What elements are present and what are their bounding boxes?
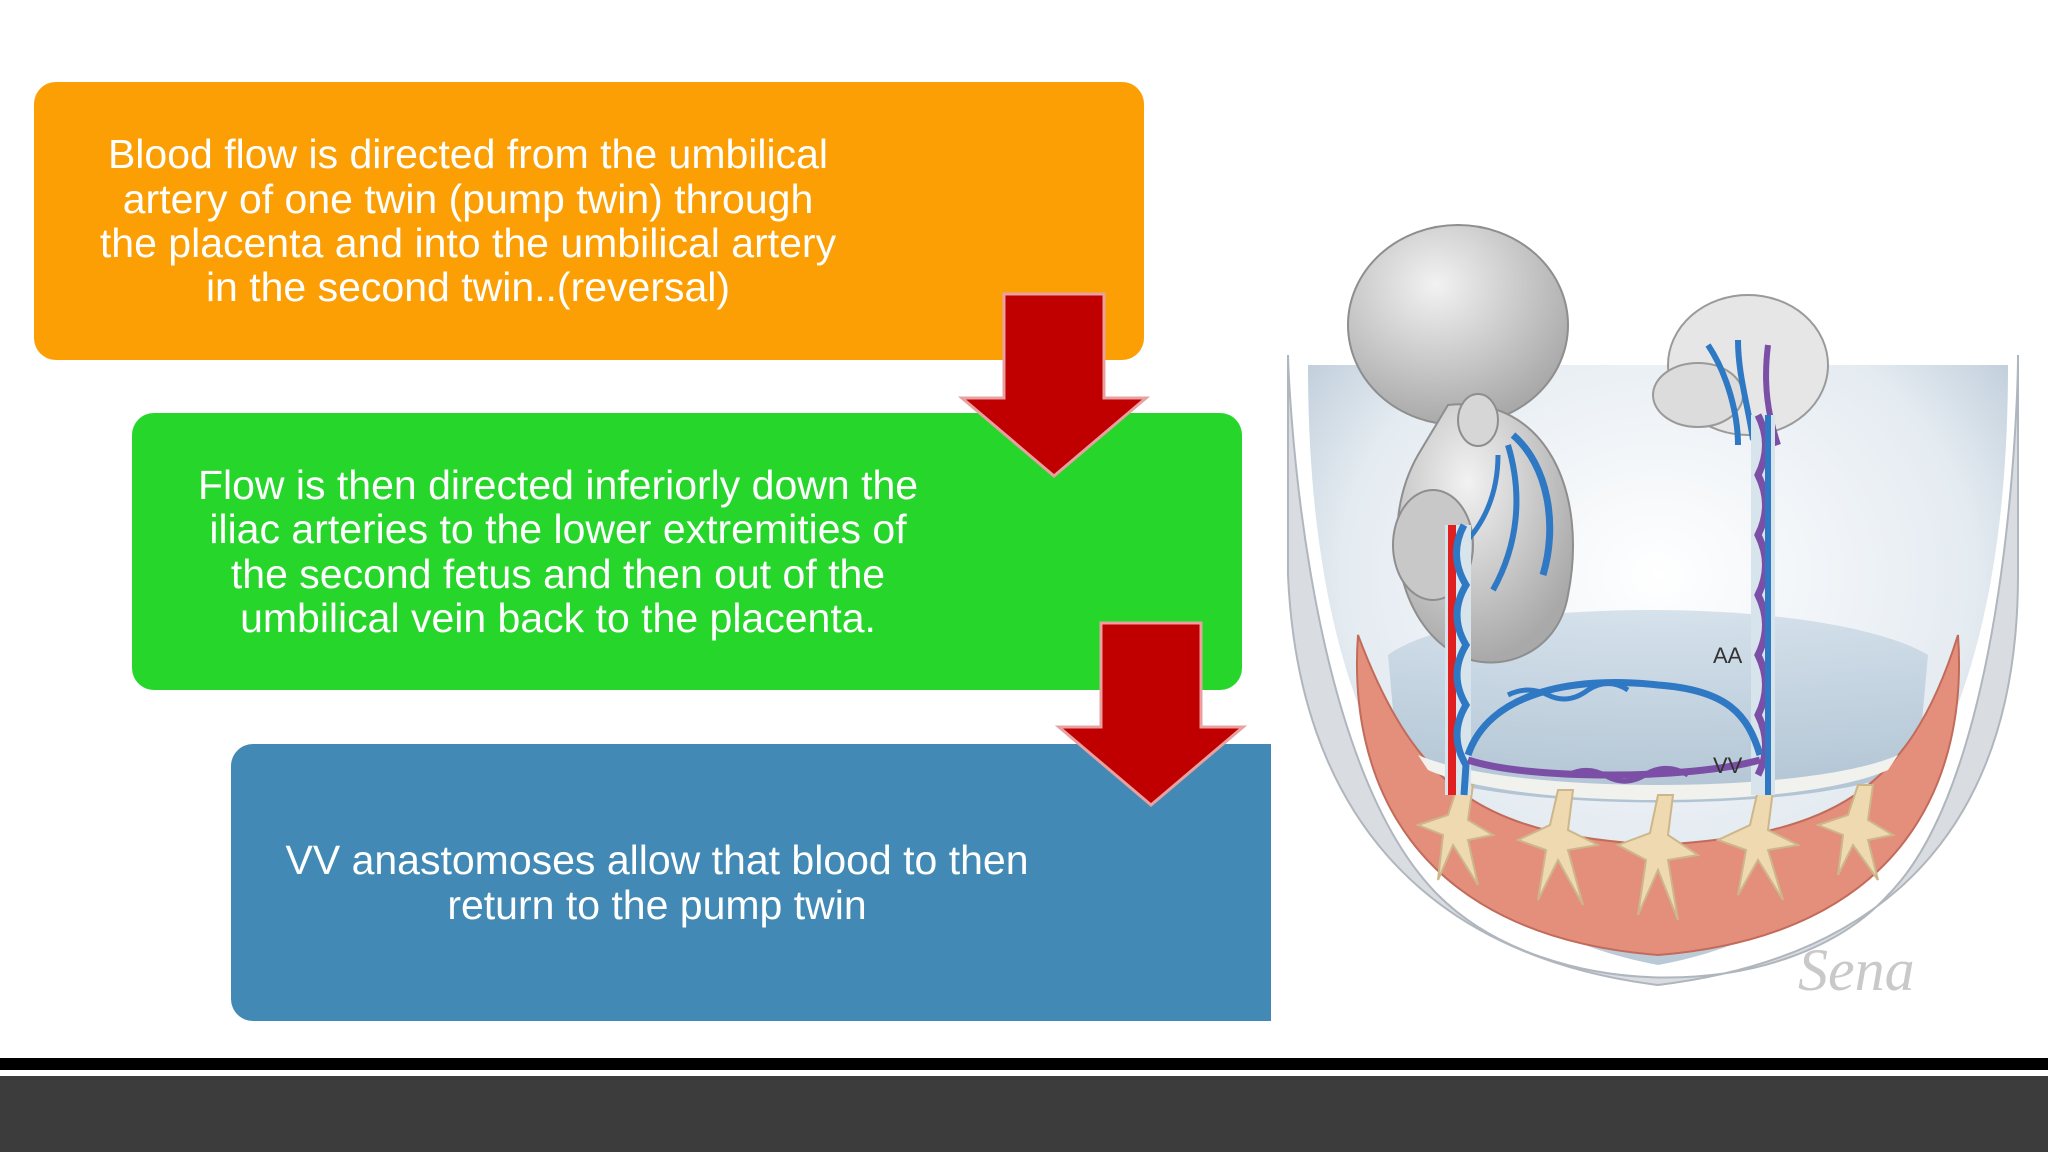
step-3-box: VV anastomoses allow that blood to then … [231,744,1271,1021]
step-2-text: Flow is then directed inferiorly down th… [197,461,919,641]
pump-twin-cord [1445,523,1471,796]
anastomoses [1464,679,1764,784]
down-arrow-icon [958,292,1150,478]
step-1-text: Blood flow is directed from the umbilica… [99,131,837,311]
footer-line [0,1058,2048,1070]
acardiac-twin-cord [1751,413,1775,795]
artist-signature: Sena [1798,937,1915,1003]
down-arrow-icon [1055,621,1247,807]
acardiac-twin [1652,294,1829,446]
membrane [1388,610,1928,803]
step-2-box: Flow is then directed inferiorly down th… [132,413,1242,690]
aa-label: AA [1713,643,1743,668]
placenta [1356,634,1960,957]
vv-label: VV [1713,753,1743,778]
step-3-text: VV anastomoses allow that blood to then … [285,837,1029,928]
step-1-box: Blood flow is directed from the umbilica… [34,82,1144,360]
twin-placenta-illustration: AA VV Sena [1287,224,2019,1003]
footer-bar [0,1076,2048,1152]
